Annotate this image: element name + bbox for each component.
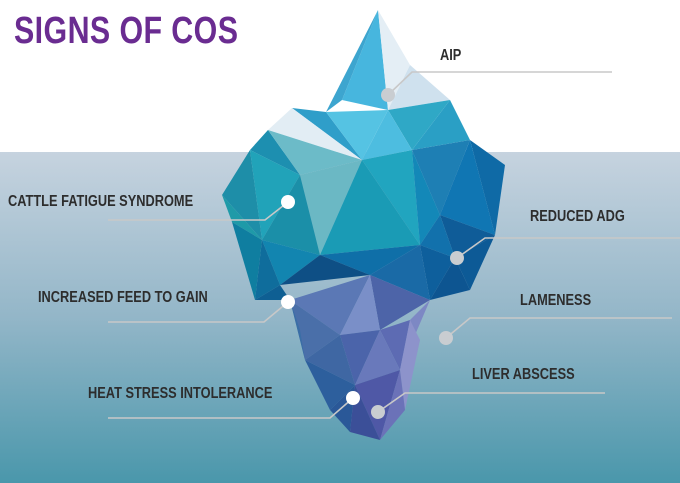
marker-dot-increased-feed (281, 295, 295, 309)
label-lameness: LAMENESS (520, 292, 592, 309)
label-liver-abscess: LIVER ABSCESS (472, 366, 575, 383)
marker-dots (281, 88, 464, 419)
marker-dot-liver-abscess (371, 405, 385, 419)
label-cattle-fatigue: CATTLE FATIGUE SYNDROME (8, 193, 194, 210)
leader-line-liver-abscess (377, 392, 605, 413)
marker-dot-cattle-fatigue (281, 195, 295, 209)
label-heat-stress: HEAT STRESS INTOLERANCE (88, 385, 273, 402)
marker-dot-lameness (439, 331, 453, 345)
leader-line-increased-feed (108, 301, 289, 323)
page-title: SIGNS OF COS (14, 10, 239, 52)
marker-dot-reduced-adg (450, 251, 464, 265)
marker-dot-heat-stress (346, 391, 360, 405)
label-aip: AIP (440, 47, 462, 64)
leader-line-lameness (445, 317, 672, 339)
label-increased-feed: INCREASED FEED TO GAIN (38, 289, 208, 306)
leader-line-reduced-adg (456, 237, 680, 259)
leader-line-aip (387, 71, 612, 96)
leader-line-heat-stress (108, 397, 354, 419)
label-reduced-adg: REDUCED ADG (530, 208, 625, 225)
marker-dot-aip (381, 88, 395, 102)
iceberg (222, 10, 505, 440)
leader-line-cattle-fatigue (108, 201, 289, 221)
leader-lines (108, 71, 680, 419)
